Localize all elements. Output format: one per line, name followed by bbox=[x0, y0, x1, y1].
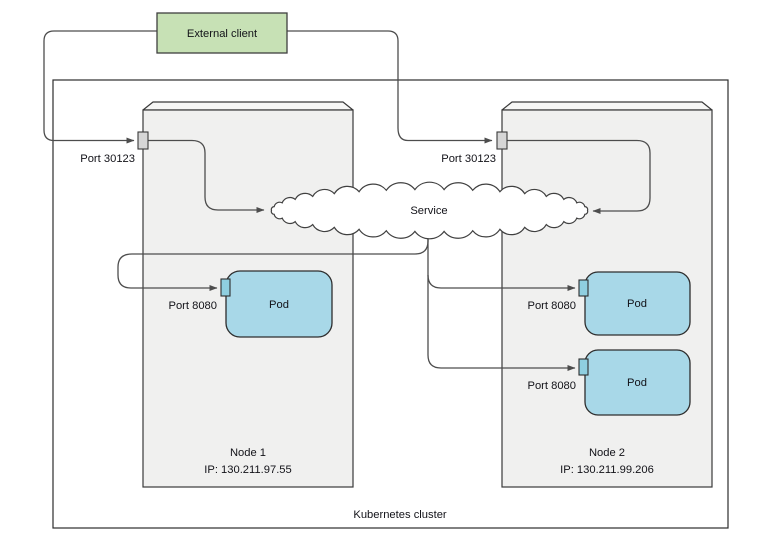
arrow-client-to-node2-port bbox=[287, 30, 493, 144]
node2-port-label: Port 30123 bbox=[441, 153, 496, 165]
service-cloud-outline bbox=[270, 181, 589, 240]
node2-top-face bbox=[501, 101, 713, 111]
node2-pod2-box bbox=[584, 349, 691, 416]
node2-title: Node 2 bbox=[589, 447, 625, 459]
node1-pod-port-connector bbox=[220, 278, 231, 297]
node1-top-face bbox=[142, 101, 354, 111]
arrow-node2-port-to-service bbox=[507, 139, 651, 214]
arrow-node1-port-to-service bbox=[148, 139, 265, 213]
arrow-service-to-node2-pod1 bbox=[427, 274, 576, 291]
node2-pod2-port-label: Port 8080 bbox=[527, 380, 576, 392]
node1-pod-label: Pod bbox=[269, 299, 289, 311]
node2-pod1-port-label: Port 8080 bbox=[527, 300, 576, 312]
arrow-client-to-node1-port bbox=[43, 30, 157, 144]
node2-pod1-box bbox=[584, 271, 691, 336]
node1-nodeport-connector bbox=[137, 131, 149, 150]
node1-pod: Pod bbox=[225, 270, 333, 338]
external-client-label: External client bbox=[187, 28, 258, 40]
node2-ip: IP: 130.211.99.206 bbox=[560, 464, 654, 476]
cluster-label: Kubernetes cluster bbox=[353, 509, 447, 521]
node2-pod2: Pod bbox=[584, 349, 691, 416]
service-label: Service bbox=[410, 205, 447, 217]
node1-pod-box bbox=[225, 270, 333, 338]
node2-pod1: Pod bbox=[584, 271, 691, 336]
external-client: External client bbox=[156, 12, 288, 54]
node2-nodeport-connector bbox=[496, 131, 508, 150]
node2-pod2-label: Pod bbox=[627, 377, 647, 389]
service-cloud: Service bbox=[270, 181, 589, 240]
node1-pod-port-label: Port 8080 bbox=[168, 300, 217, 312]
node1-ip: IP: 130.211.97.55 bbox=[204, 464, 292, 476]
node2-pod1-port-connector bbox=[578, 279, 589, 297]
arrow-service-to-node2-pod2 bbox=[427, 234, 576, 371]
external-client-box bbox=[156, 12, 288, 54]
node1-port-label: Port 30123 bbox=[80, 153, 135, 165]
node2-pod1-label: Pod bbox=[627, 298, 647, 310]
arrow-service-to-node1-pod bbox=[117, 234, 429, 291]
node1-title: Node 1 bbox=[230, 447, 266, 459]
node2-pod2-port-connector bbox=[578, 358, 589, 376]
